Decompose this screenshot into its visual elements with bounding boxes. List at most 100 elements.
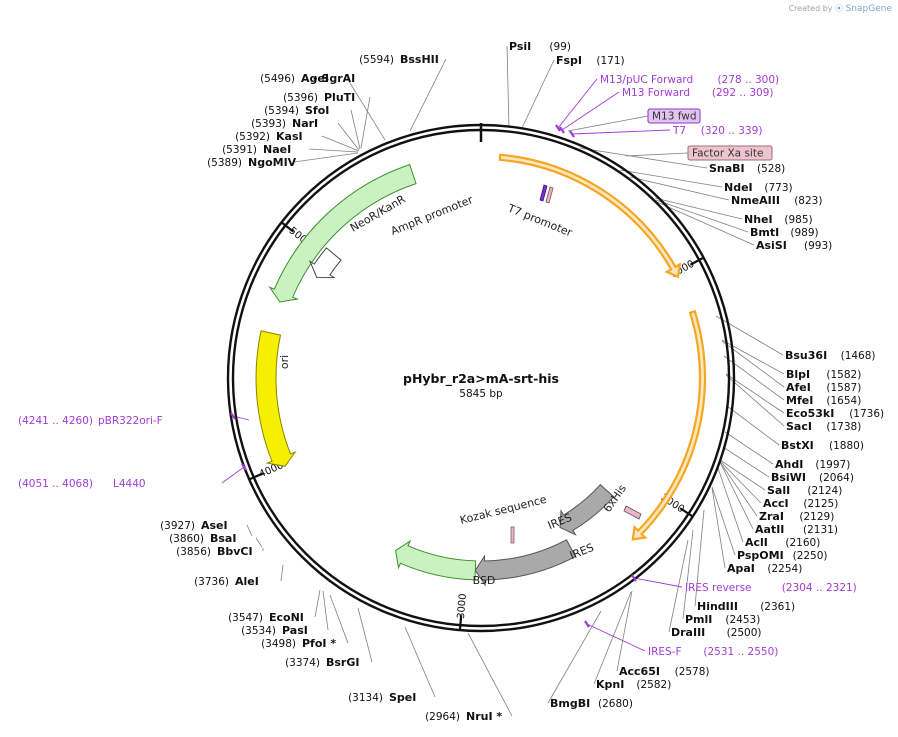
restriction-site[interactable]: KpnI(2582) [596,678,671,691]
restriction-site[interactable]: ApaI(2254) [727,562,802,575]
feature-arc-cds-1[interactable] [631,309,707,541]
restriction-site[interactable]: EcoNI(3547) [228,611,304,624]
restriction-site[interactable]: PspOMI(2250) [737,549,828,562]
site-name: NaeI [263,143,291,156]
feature-arc-ampr-promoter-3[interactable] [308,247,342,279]
primer-name: IRES reverse [685,582,752,594]
restriction-site[interactable]: BsrGI(3374) [285,656,359,669]
boxed-feature-label[interactable]: M13 fwd [647,108,701,124]
restriction-site[interactable]: ZraI(2129) [759,510,834,523]
site-name: Eco53kI [786,407,834,420]
restriction-site[interactable]: KasI(5392) [235,130,303,143]
site-position: (2160) [785,537,820,549]
restriction-site[interactable]: NheI(985) [744,213,813,226]
restriction-site[interactable]: NgoMIV(5389) [207,156,297,169]
site-position: (5396) [283,92,318,104]
restriction-site[interactable]: PluTI(5396) [283,91,355,104]
site-leader-line [724,431,774,465]
restriction-site[interactable]: BssHII(5594) [359,53,439,66]
site-leader-line [322,590,329,631]
feature-arc-bsd-7[interactable] [395,539,477,581]
primer-site[interactable]: (4051 .. 4068)L4440 [18,478,146,490]
restriction-site[interactable]: AfeI(1587) [786,381,861,394]
site-position: (993) [804,240,832,252]
site-leader-line [293,152,359,163]
primer-site[interactable]: (4241 .. 4260)pBR322ori-F [18,415,163,427]
restriction-site[interactable]: BstXI(1880) [781,439,864,452]
site-name: ApaI [727,562,755,575]
restriction-site[interactable]: Acc65I(2578) [619,665,710,678]
restriction-site[interactable]: BsiWI(2064) [771,471,854,484]
restriction-site[interactable]: PsiI(99) [509,40,571,53]
restriction-site[interactable]: AgeI(5496) [260,72,329,85]
tick-label: 3000 [456,593,469,619]
site-name: SacI [786,420,812,433]
primer-site[interactable]: IRES reverse(2304 .. 2321) [685,582,857,594]
restriction-site[interactable]: SfoI(5394) [264,104,329,117]
restriction-site[interactable]: BmgBI(2680) [550,697,633,710]
restriction-site[interactable]: Bsu36I(1468) [785,349,876,362]
site-position: (3534) [241,625,276,637]
restriction-site[interactable]: AsiSI(993) [756,239,832,252]
site-name: SnaBI [709,162,745,175]
primer-range: (278 .. 300) [718,74,780,86]
primer-site[interactable]: IRES-F(2531 .. 2550) [648,646,778,658]
primer-range: (4241 .. 4260) [18,415,93,427]
restriction-site[interactable]: NdeI(773) [724,181,793,194]
restriction-site[interactable]: AseI(3927) [160,519,228,532]
feature-annotation-label: T7 promoter [505,201,575,239]
restriction-site[interactable]: PasI(3534) [241,624,308,637]
restriction-site[interactable]: PfoI *(3498) [261,637,336,650]
restriction-site[interactable]: AccI(2125) [763,497,838,510]
restriction-site[interactable]: AleI(3736) [194,575,259,588]
primer-leader-line [557,78,598,129]
restriction-site[interactable]: NaeI (5391) [222,143,291,156]
restriction-site[interactable]: SacI(1738) [786,420,861,433]
restriction-site[interactable]: AatII(2131) [755,523,838,536]
feature-arc-ires-5[interactable] [474,539,577,587]
restriction-site[interactable]: Eco53kI(1736) [786,407,884,420]
primer-site[interactable]: M13/pUC Forward(278 .. 300) [600,74,779,86]
site-leader-line [711,487,726,569]
site-leader-line [694,509,705,607]
restriction-site[interactable]: BmtI(989) [750,226,819,239]
restriction-site[interactable]: DraIII(2500) [671,626,762,639]
restriction-site[interactable]: BbvCI(3856) [176,545,253,558]
restriction-site[interactable]: AclI(2160) [745,536,820,549]
site-name: BsiWI [771,471,806,484]
snapgene-credit: Created by ⦿ SnapGene [788,3,892,14]
kozak-marker [510,526,515,544]
boxed-feature-label[interactable]: Factor Xa site [687,145,773,161]
restriction-site[interactable]: SalI(2124) [767,484,842,497]
restriction-site[interactable]: FspI(171) [556,54,625,67]
primer-site[interactable]: T7(320 .. 339) [672,125,762,137]
restriction-site[interactable]: BlpI(1582) [786,368,861,381]
plasmid-center: pHybr_r2a>mA-srt-his 5845 bp [403,371,559,400]
tick-mark [458,615,463,630]
site-name: AgeI [301,72,329,85]
restriction-site[interactable]: AhdI(1997) [775,458,850,471]
feature-arc-cds-0[interactable] [498,153,682,279]
site-leader-line [337,122,360,151]
restriction-site[interactable]: SnaBI(528) [709,162,785,175]
restriction-site[interactable]: NruI *(2964) [425,710,502,723]
restriction-site[interactable]: MfeI(1654) [786,394,861,407]
restriction-site[interactable]: NarI(5393) [251,117,318,130]
feature-arc-ori-4[interactable] [255,330,297,467]
feature-arc-ires-6[interactable] [559,483,615,536]
site-position: (5391) [222,144,257,156]
feature-arc-neor-kanr-2[interactable] [268,163,417,303]
site-position: (3927) [160,520,195,532]
primer-site[interactable]: M13 Forward(292 .. 309) [622,87,774,99]
site-name: BlpI [786,368,810,381]
restriction-site[interactable]: NmeAIII(823) [731,194,822,207]
site-name-sgrai[interactable]: - SgrAI [313,72,355,85]
restriction-site[interactable]: SpeI(3134) [348,691,416,704]
restriction-site[interactable]: HindIII(2361) [697,600,795,613]
restriction-site[interactable]: PmlI(2453) [685,613,760,626]
site-leader-line [255,537,263,548]
restriction-site[interactable]: BsaI(3860) [169,532,236,545]
site-name: PsiI [509,40,531,53]
site-leader-line [593,591,632,685]
